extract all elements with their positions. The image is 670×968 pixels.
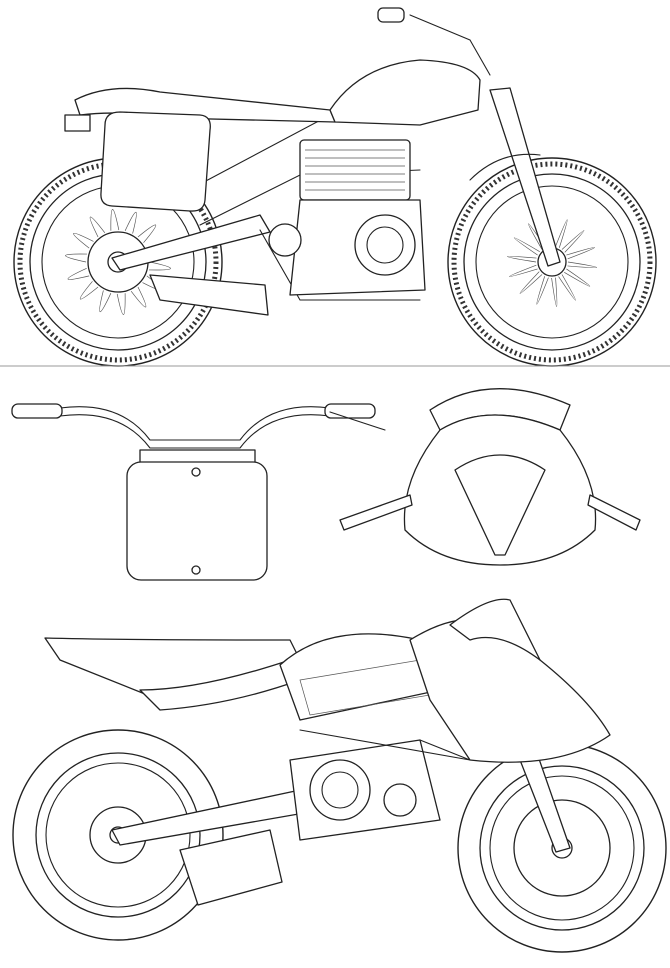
grip [377,7,405,23]
wheel-spoke [79,281,99,300]
right-clip-on [587,494,641,531]
handlebar [59,406,331,449]
fuel-tank [329,59,481,126]
right-grip [324,403,376,419]
wheel-spoke [110,209,120,231]
flat-tracker-front-view [11,403,386,581]
wheel-spoke [116,293,126,315]
wheel-spoke [89,216,106,238]
wheel-spoke [99,290,112,313]
sportbike-side-view [12,598,667,953]
flat-tracker-side-view [13,7,657,367]
wheel-spoke [67,268,90,280]
wheel-spoke [137,224,157,243]
headlight-intake [454,454,546,556]
front-fender [469,153,541,181]
exhaust [179,829,283,906]
plate-bolt [191,467,201,477]
wheel-spoke [130,286,147,308]
swingarm [111,214,271,271]
wheel-spoke [124,211,137,234]
left-clip-on [339,494,413,531]
wheel-spoke [148,261,171,271]
side-number-plate [100,111,211,212]
belly-pan [299,729,471,761]
engine [268,139,426,296]
engine [289,739,441,841]
handlebar [409,14,491,76]
tail-light [64,114,91,132]
wheel-spoke [65,253,88,263]
front-number-plate [126,461,268,581]
windscreen [449,598,541,661]
wheel-spoke [73,232,94,249]
plate-bolt [191,565,201,575]
brake-lever [329,411,386,431]
exhaust [149,274,269,316]
front-fork [489,87,561,267]
left-grip [11,403,63,419]
sportbike-front-view [339,388,641,566]
